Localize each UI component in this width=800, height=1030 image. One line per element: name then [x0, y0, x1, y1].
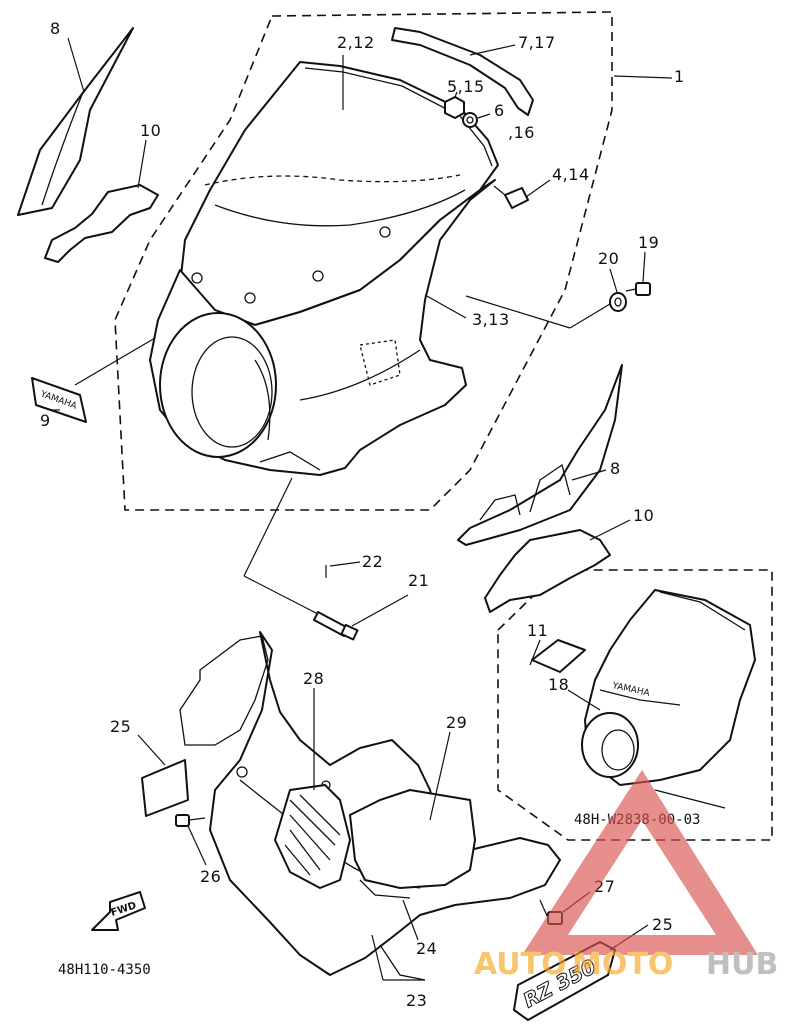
decal-10-right	[484, 529, 611, 613]
alt-fairing: YAMAHA	[581, 589, 756, 786]
decal-10-top	[44, 184, 159, 263]
watermark: AUTO MOTO HUB	[474, 770, 778, 982]
callout-10-mid: 10	[633, 506, 654, 525]
callout-5-15: 5,15	[447, 77, 485, 96]
callout-29: 29	[446, 713, 467, 732]
screen-trim-7-17	[391, 27, 534, 116]
callout-3-13: 3,13	[472, 310, 510, 329]
alt-fairing-dashed-outline	[497, 569, 773, 841]
watermark-triangle	[522, 770, 758, 955]
callout-25-left: 25	[110, 717, 131, 736]
callout-23: 23	[406, 991, 427, 1010]
callout-8-top: 8	[50, 19, 61, 38]
bolt-26	[175, 814, 206, 827]
callout-20: 20	[598, 249, 619, 268]
callout-labels: 8 10 2,12 7,17 1 5,15 6 ,16 4,14 19 20 3…	[40, 19, 685, 1010]
yamaha-decal-9: YAMAHA	[31, 377, 87, 423]
assembly-1-dashed-outline	[114, 11, 613, 511]
grommet-20	[609, 292, 627, 312]
watermark-moto: MOTO	[572, 947, 673, 982]
fwd-arrow: FWD	[91, 891, 146, 931]
callout-21: 21	[408, 571, 429, 590]
hardware-5-15	[444, 96, 465, 119]
callout-7-17: 7,17	[518, 33, 556, 52]
callout-28: 28	[303, 669, 324, 688]
side-panel-8-top	[17, 27, 134, 216]
callout-8-mid: 8	[610, 459, 621, 478]
callout-10-top: 10	[140, 121, 161, 140]
cowl-part-code: 48H110-4350	[58, 962, 151, 978]
callout-22: 22	[362, 552, 383, 571]
callout-6-16-b: ,16	[508, 123, 535, 142]
callout-1: 1	[674, 67, 685, 86]
inner-panel-29	[349, 789, 476, 889]
callout-25-right: 25	[652, 915, 673, 934]
callout-19: 19	[638, 233, 659, 252]
bolt-21	[313, 611, 359, 641]
bracket-11-18	[531, 639, 586, 673]
screw-4-14	[493, 185, 529, 209]
bolt-19	[625, 282, 651, 296]
callout-26: 26	[200, 867, 221, 886]
upper-fairing	[149, 61, 499, 476]
callout-2-12: 2,12	[337, 33, 375, 52]
callout-9: 9	[40, 411, 51, 430]
callout-6-16-a: 6	[494, 101, 505, 120]
watermark-auto: AUTO	[474, 947, 567, 982]
side-panel-8-right	[457, 364, 623, 546]
callout-18: 18	[548, 675, 569, 694]
hardware-6-16	[462, 112, 478, 128]
inner-panel-28	[274, 784, 351, 889]
callout-24: 24	[416, 939, 437, 958]
callout-4-14: 4,14	[552, 165, 590, 184]
label-25-left	[141, 759, 189, 817]
watermark-hub: HUB	[706, 947, 778, 982]
callout-11: 11	[527, 621, 548, 640]
